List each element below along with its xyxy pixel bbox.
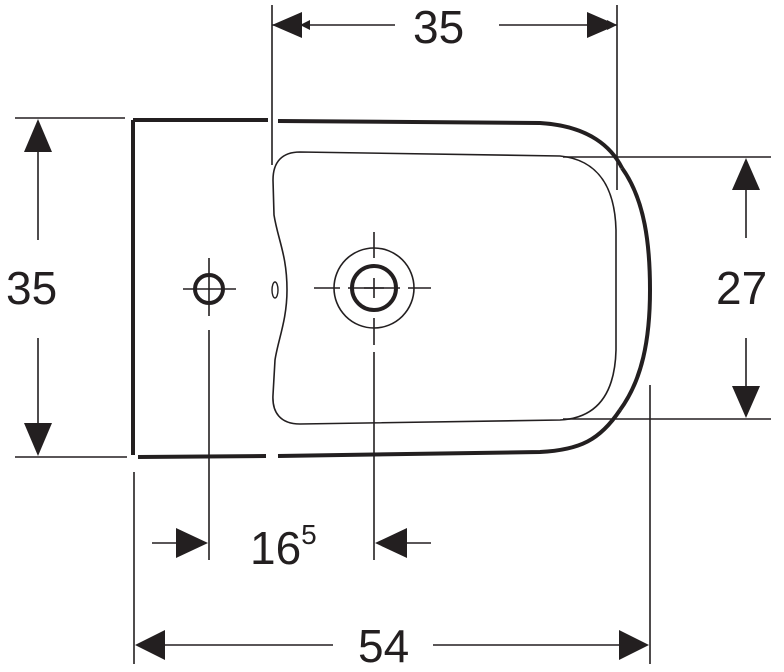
tap-hole-offset-superscript: 5 bbox=[301, 519, 317, 550]
dimension-lines bbox=[24, 12, 760, 660]
bowl-depth-dimension-label: 27 bbox=[716, 262, 768, 314]
tap-hole-offset-dimension-label: 165 bbox=[250, 521, 317, 574]
overall-length-dimension-label: 54 bbox=[358, 620, 410, 672]
drain-outlet bbox=[314, 232, 431, 345]
left-depth-dimension-label: 35 bbox=[6, 262, 58, 314]
tap-hole bbox=[183, 258, 236, 316]
bowl-inner-outline bbox=[271, 151, 617, 425]
tap-hole-offset-value: 16 bbox=[250, 522, 302, 574]
extension-lines bbox=[15, 5, 771, 664]
top-width-dimension-label: 35 bbox=[413, 1, 465, 53]
